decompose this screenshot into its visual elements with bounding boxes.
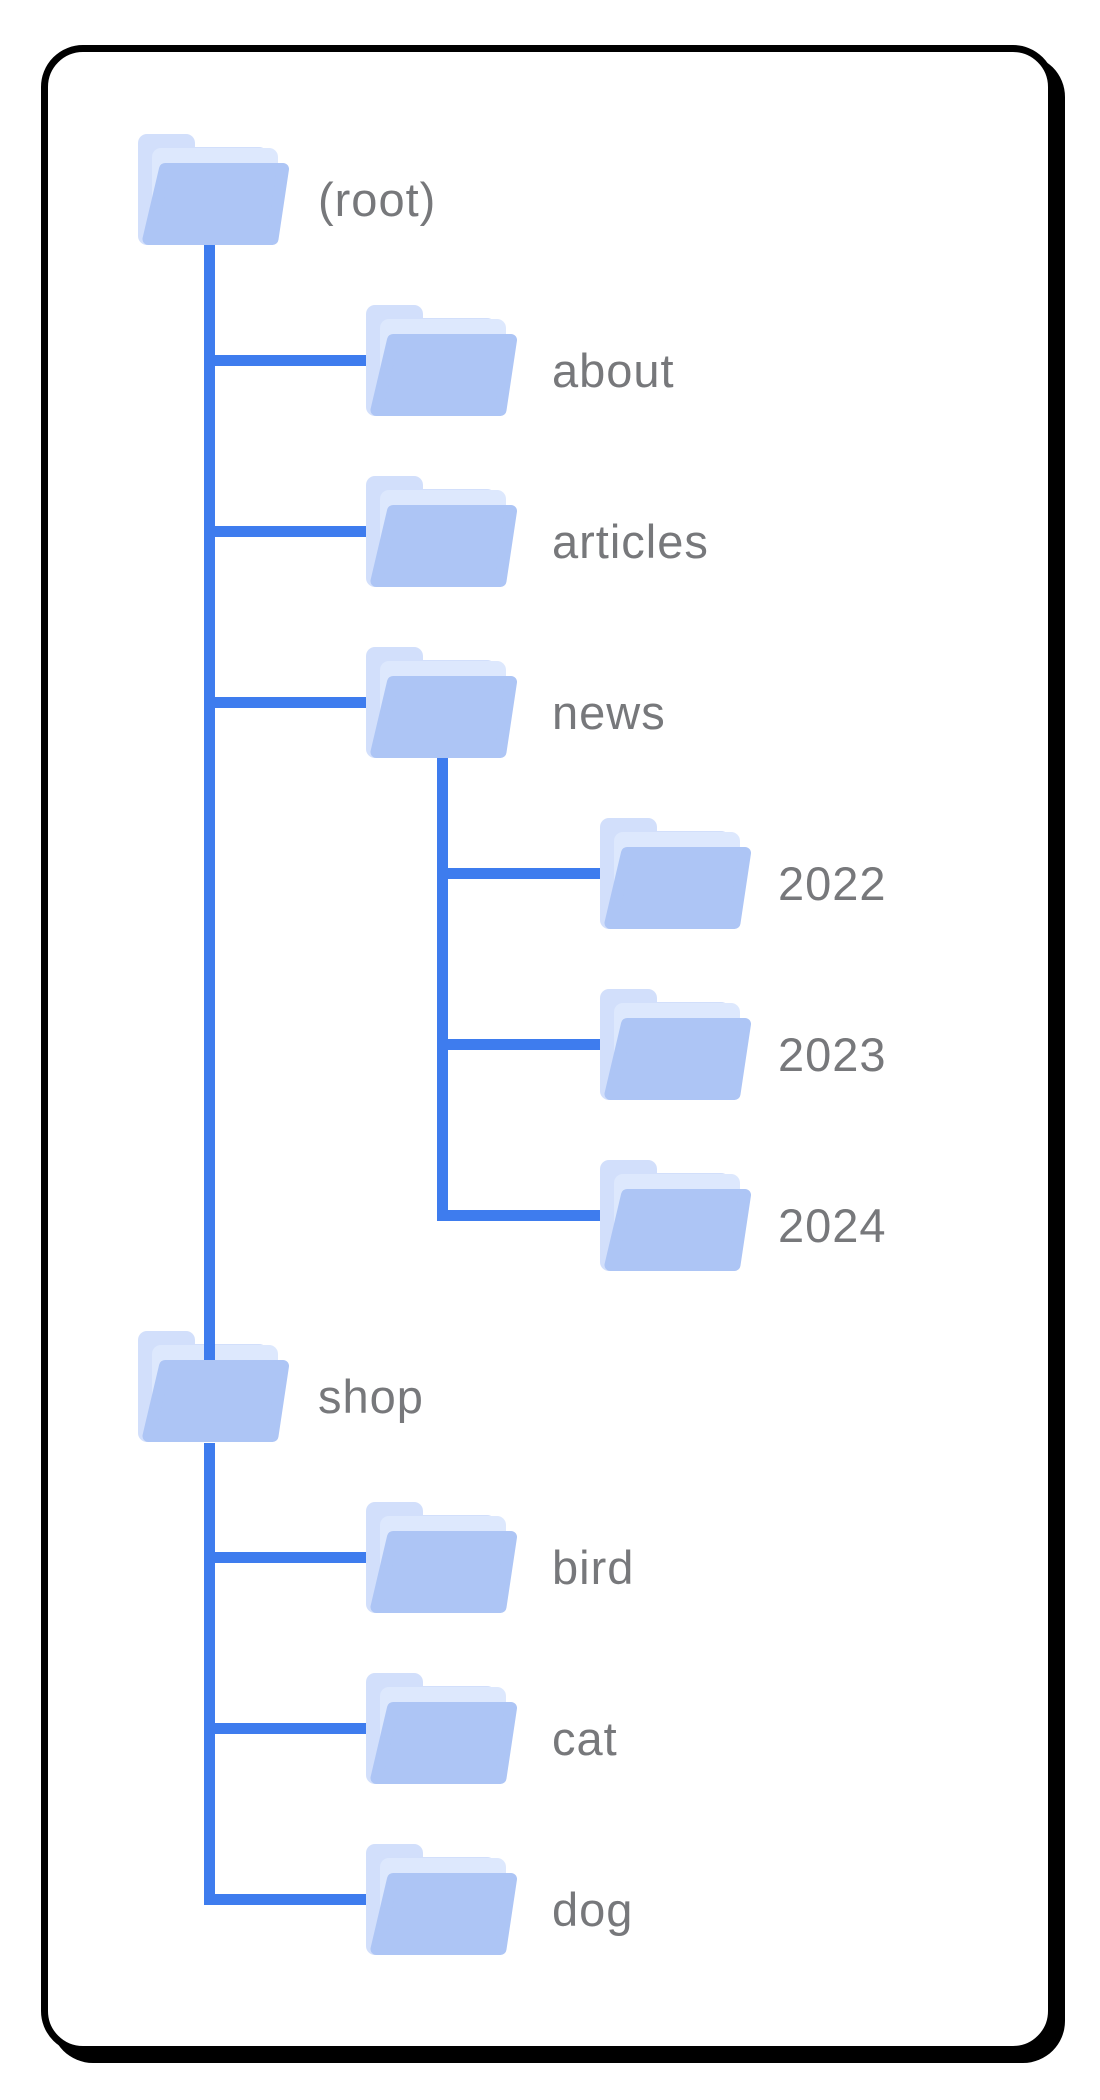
node-label-dog: dog (552, 1883, 634, 1936)
node-label-cat: cat (552, 1712, 618, 1765)
connector-branch-dog (204, 1894, 366, 1905)
node-label-news: news (552, 686, 666, 739)
connector-branch-news (204, 697, 366, 708)
node-label-root: (root) (318, 173, 437, 226)
connector-branch-articles (204, 526, 366, 537)
folder-icon (600, 818, 753, 930)
connector-branch-2024 (437, 1210, 600, 1221)
tree-node-news (366, 647, 519, 759)
connector-branch-bird (204, 1552, 366, 1563)
tree-node-2024 (600, 1160, 753, 1272)
node-label-articles: articles (552, 515, 709, 568)
folder-icon (366, 647, 519, 759)
tree-node-shop (138, 1331, 291, 1443)
connector-branch-2022 (437, 868, 600, 879)
node-label-2022: 2022 (778, 857, 887, 910)
node-label-2024: 2024 (778, 1199, 887, 1252)
connector-trunk-root (204, 240, 215, 1380)
connector-branch-about (204, 355, 366, 366)
folder-icon (366, 1844, 519, 1956)
tree-node-dog (366, 1844, 519, 1956)
tree-node-bird (366, 1502, 519, 1614)
tree-node-articles (366, 476, 519, 588)
folder-icon (366, 1673, 519, 1785)
node-label-about: about (552, 344, 675, 397)
connector-trunk-news (437, 752, 448, 1221)
folder-icon (138, 1331, 291, 1443)
connector-trunk-shop (204, 1443, 215, 1905)
folder-icon (366, 476, 519, 588)
tree-node-2023 (600, 989, 753, 1101)
tree-node-root (138, 134, 291, 246)
tree-node-about (366, 305, 519, 417)
connector-branch-2023 (437, 1039, 600, 1050)
folder-icon (366, 305, 519, 417)
folder-icon (600, 1160, 753, 1272)
folder-icon (138, 134, 291, 246)
tree-node-2022 (600, 818, 753, 930)
node-label-shop: shop (318, 1370, 424, 1423)
folder-icon (600, 989, 753, 1101)
connector-branch-cat (204, 1723, 366, 1734)
node-label-2023: 2023 (778, 1028, 887, 1081)
tree-node-cat (366, 1673, 519, 1785)
folder-icon (366, 1502, 519, 1614)
node-label-bird: bird (552, 1541, 635, 1594)
